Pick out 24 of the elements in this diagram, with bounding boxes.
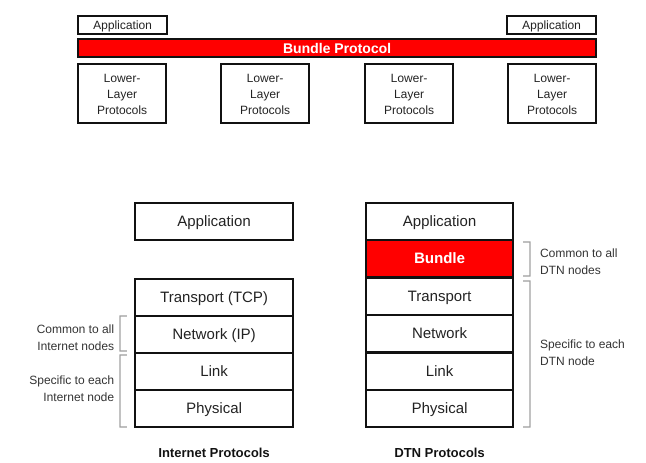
bracket-note: Specific to each Internet node	[28, 372, 114, 406]
bundle-layer-box: Bundle Protocol	[77, 38, 597, 58]
bundle-layer-box: Bundle	[365, 239, 514, 278]
layer-box: Application	[77, 15, 168, 35]
layer-box: Physical	[365, 389, 514, 428]
layer-box: Link	[365, 352, 514, 391]
bracket-note: Specific to each DTN node	[540, 336, 626, 370]
bracket-note: Common to all DTN nodes	[540, 245, 618, 279]
layer-box: Application	[134, 202, 294, 241]
layer-box: Link	[134, 352, 294, 391]
layer-box: Lower- Layer Protocols	[364, 63, 454, 124]
layer-box: Lower- Layer Protocols	[220, 63, 310, 124]
layer-box: Transport (TCP)	[134, 278, 294, 317]
layer-box: Lower- Layer Protocols	[507, 63, 597, 124]
layer-box: Network (IP)	[134, 315, 294, 354]
stack-caption: Internet Protocols	[157, 445, 271, 460]
layer-box: Physical	[134, 389, 294, 428]
layer-box: Transport	[365, 277, 514, 316]
layer-box: Network	[365, 314, 514, 353]
layer-box: Lower- Layer Protocols	[77, 63, 167, 124]
layer-box: Application	[506, 15, 597, 35]
bracket-note: Common to all Internet nodes	[36, 321, 114, 355]
stack-caption: DTN Protocols	[393, 445, 486, 460]
layer-box: Application	[365, 202, 514, 241]
